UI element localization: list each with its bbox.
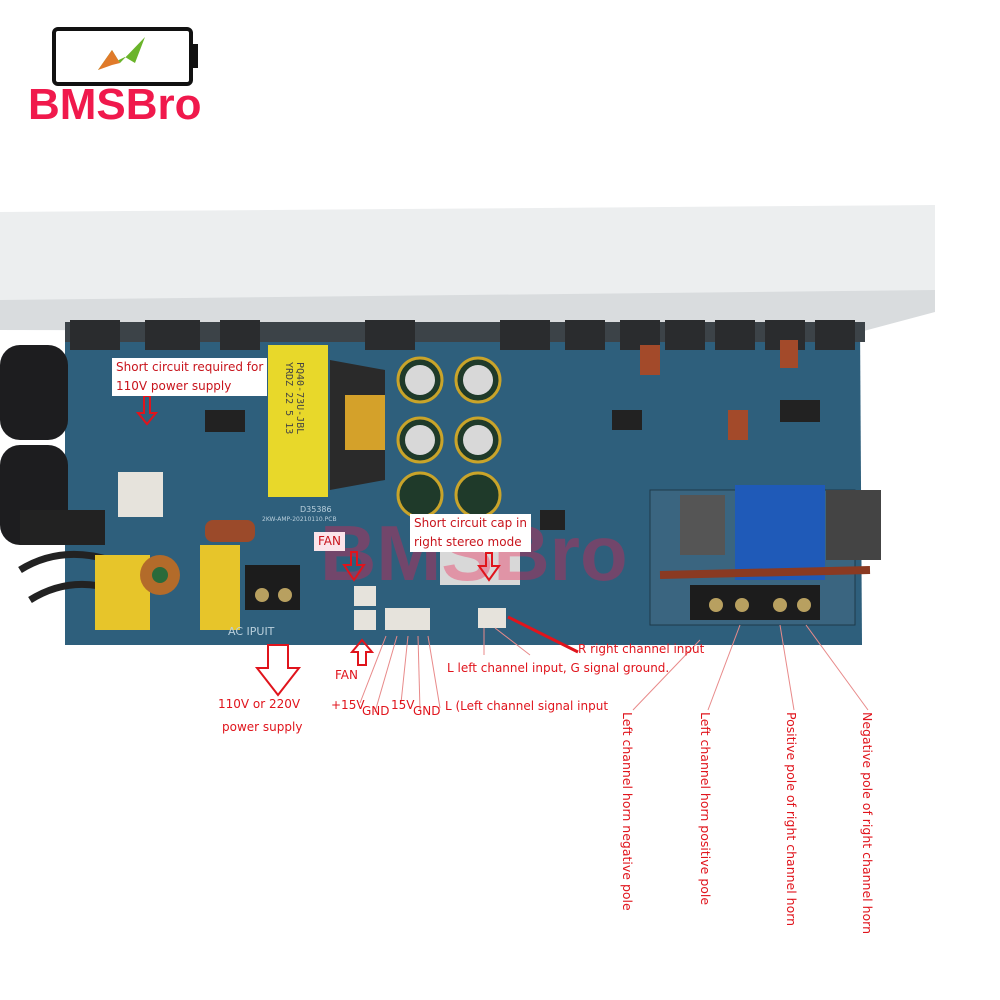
fan-connector[interactable] bbox=[354, 586, 376, 606]
label-line: right stereo mode bbox=[414, 535, 522, 549]
battery-charging-icon bbox=[52, 27, 198, 86]
resistor-block bbox=[118, 472, 163, 517]
label-pin-gnd: GND bbox=[362, 704, 390, 718]
x-capacitor bbox=[95, 555, 150, 630]
ac-terminal-block bbox=[245, 565, 300, 610]
brand-logo: BMSBro bbox=[28, 80, 202, 129]
relay bbox=[735, 485, 780, 580]
label-right-positive: Positive pole of right channel horn bbox=[784, 712, 799, 927]
label-short-cap: Short circuit cap in right stereo mode bbox=[410, 514, 531, 552]
inductor bbox=[826, 490, 881, 560]
transformer-date: YRDZ 22 5 13 bbox=[283, 362, 294, 435]
label-pin-15v-2: 15V bbox=[391, 698, 415, 712]
arrow-down-icon bbox=[135, 395, 159, 426]
transformer bbox=[268, 345, 328, 497]
label-fan-top: FAN bbox=[314, 532, 345, 551]
label-line: Short circuit required for bbox=[116, 360, 264, 374]
relay bbox=[780, 485, 825, 580]
input-connector[interactable] bbox=[478, 608, 506, 628]
arrow-up-icon bbox=[349, 638, 375, 666]
label-pin-15v: +15V bbox=[331, 698, 365, 712]
inductor bbox=[680, 495, 725, 555]
label-short-110v: Short circuit required for 110V power su… bbox=[112, 358, 268, 396]
arrow-down-icon bbox=[342, 551, 366, 582]
transformer-model: PQ40-73U-JBL bbox=[294, 362, 305, 435]
arrow-down-icon bbox=[477, 552, 501, 582]
power-connector[interactable] bbox=[385, 608, 430, 630]
label-r-input: R right channel input bbox=[578, 642, 705, 656]
fan-connector[interactable] bbox=[354, 610, 376, 630]
label-line: Short circuit cap in bbox=[414, 516, 527, 530]
label-left-negative: Left channel horn negative pole bbox=[620, 712, 635, 911]
label-pin-gnd-2: GND bbox=[413, 704, 441, 718]
label-fan-bottom: FAN bbox=[335, 668, 358, 682]
r-input-pointer bbox=[507, 615, 579, 654]
pcb-id: D35386 bbox=[300, 505, 332, 514]
label-power-supply-2: power supply bbox=[222, 720, 303, 734]
label-l-input: L left channel input, G signal ground. bbox=[447, 661, 670, 675]
x-capacitor bbox=[200, 545, 240, 630]
annotation-arrows bbox=[135, 395, 501, 697]
ac-input-print: AC IPUIT bbox=[228, 625, 275, 638]
label-line: 110V power supply bbox=[116, 379, 232, 393]
label-pin-l: L (Left channel signal input bbox=[445, 699, 609, 713]
leader-lines bbox=[359, 624, 869, 713]
label-left-positive: Left channel horn positive pole bbox=[698, 712, 713, 906]
transformer-print: PQ40-73U-JBL YRDZ 22 5 13 bbox=[283, 362, 305, 434]
power-transistors bbox=[70, 320, 855, 350]
label-power-supply-1: 110V or 220V bbox=[218, 697, 301, 711]
label-right-negative: Negative pole of right channel horn bbox=[860, 712, 875, 935]
capacitor bbox=[0, 345, 68, 440]
pcb-name: 2KW-AMP-20210110.PCB bbox=[262, 516, 337, 523]
heatsink bbox=[20, 510, 105, 545]
arrow-down-icon bbox=[254, 644, 302, 697]
